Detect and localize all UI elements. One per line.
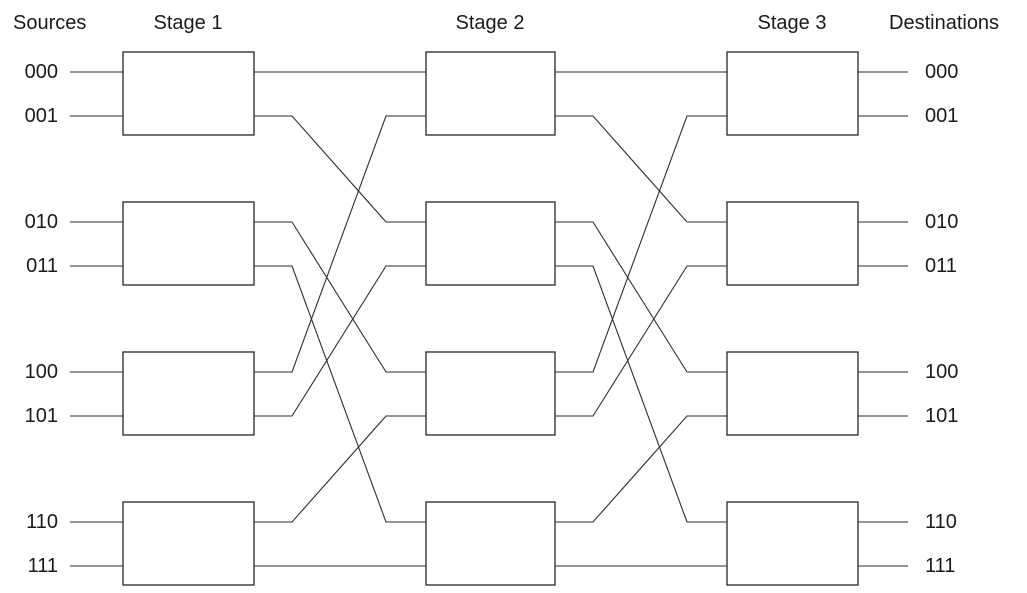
source-label-010: 010	[24, 211, 58, 233]
destination-label-010: 010	[925, 211, 959, 233]
switch-stage2-row3	[425, 351, 556, 436]
wire-stage2-out4-to-stage3-in1	[555, 115, 727, 373]
switch-stage2-row2	[425, 201, 556, 286]
source-label-001: 001	[24, 105, 58, 127]
switch-stage1-row2	[122, 201, 255, 286]
destination-label-101: 101	[925, 405, 959, 427]
switch-stage1-row1	[122, 51, 255, 136]
switch-stage1-row3	[122, 351, 255, 436]
sources-header: Sources	[13, 12, 87, 34]
wire-stage2-out2-to-stage3-in4	[555, 221, 727, 373]
source-label-000: 000	[24, 61, 58, 83]
destination-label-100: 100	[925, 361, 959, 383]
source-label-110: 110	[26, 511, 58, 533]
wire-stage2-out5-to-stage3-in3	[555, 265, 727, 417]
wire-stage2-out3-to-stage3-in6	[555, 265, 727, 523]
source-label-101: 101	[24, 405, 58, 427]
stage1-header: Stage 1	[153, 12, 223, 34]
wire-stage1-out3-to-stage2-in6	[254, 265, 426, 523]
destination-label-111: 111	[925, 555, 956, 577]
wire-stage1-out2-to-stage2-in4	[254, 221, 426, 373]
stage3-header: Stage 3	[757, 12, 827, 34]
source-label-100: 100	[24, 361, 58, 383]
switch-stage2-row1	[425, 51, 556, 136]
wire-stage1-out5-to-stage2-in3	[254, 265, 426, 417]
wire-stage1-out4-to-stage2-in1	[254, 115, 426, 373]
source-label-111: 111	[27, 555, 58, 577]
switch-stage3-row3	[726, 351, 859, 436]
stage2-header: Stage 2	[455, 12, 525, 34]
destinations-header: Destinations	[889, 12, 1000, 34]
destination-label-001: 001	[925, 105, 959, 127]
wire-stage1-out6-to-stage2-in5	[254, 415, 426, 523]
switch-stage3-row1	[726, 51, 859, 136]
destination-label-000: 000	[925, 61, 959, 83]
source-label-011: 011	[26, 255, 58, 277]
switch-stage2-row4	[425, 501, 556, 586]
switch-stage3-row2	[726, 201, 859, 286]
destination-label-011: 011	[925, 255, 957, 277]
destination-label-110: 110	[925, 511, 957, 533]
wire-stage2-out6-to-stage3-in5	[555, 415, 727, 523]
wire-stage1-out1-to-stage2-in2	[254, 115, 426, 223]
wire-stage2-out1-to-stage3-in2	[555, 115, 727, 223]
switch-stage1-row4	[122, 501, 255, 586]
switch-stage3-row4	[726, 501, 859, 586]
